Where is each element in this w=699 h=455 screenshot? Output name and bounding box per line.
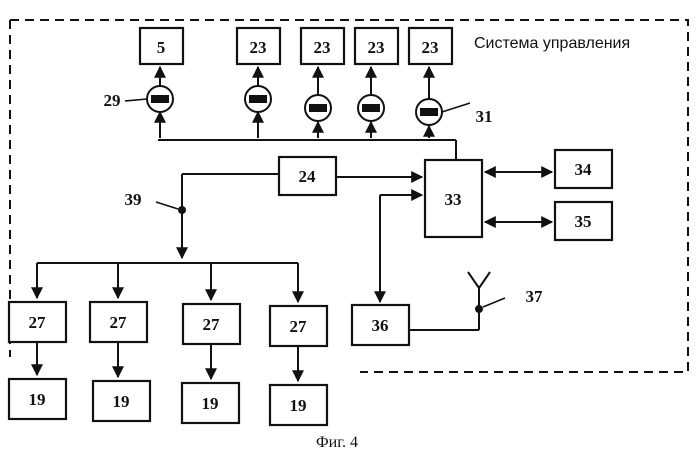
block-27-d: 27 <box>270 306 327 346</box>
svg-text:19: 19 <box>202 394 219 413</box>
svg-text:31: 31 <box>476 107 493 126</box>
svg-text:24: 24 <box>299 167 317 186</box>
svg-text:35: 35 <box>575 212 592 231</box>
svg-text:27: 27 <box>290 317 308 336</box>
figure-caption: Фиг. 4 <box>316 434 358 451</box>
svg-text:39: 39 <box>125 190 142 209</box>
callout-39: 39 <box>125 190 187 214</box>
block-5: 5 <box>140 28 183 64</box>
block-27-b: 27 <box>90 302 147 342</box>
block-19-b: 19 <box>93 381 150 421</box>
block-19-d: 19 <box>270 385 327 425</box>
block-23-d: 23 <box>409 28 452 64</box>
block-34: 34 <box>555 150 612 188</box>
svg-text:27: 27 <box>29 313 47 332</box>
svg-text:27: 27 <box>110 313 128 332</box>
svg-text:5: 5 <box>157 38 166 57</box>
block-23-c: 23 <box>355 28 398 64</box>
svg-text:23: 23 <box>368 38 385 57</box>
block-35: 35 <box>555 202 612 240</box>
svg-text:23: 23 <box>422 38 439 57</box>
svg-text:23: 23 <box>250 38 267 57</box>
callout-37: 37 <box>526 287 544 306</box>
block-19-a: 19 <box>9 379 66 419</box>
block-27-c: 27 <box>183 304 240 344</box>
block-23-a: 23 <box>237 28 280 64</box>
block-24: 24 <box>279 157 336 195</box>
distribution-bus <box>37 263 298 302</box>
svg-text:37: 37 <box>526 287 544 306</box>
control-system-label: Система управления <box>474 35 630 52</box>
callout-29: 29 <box>104 91 148 110</box>
svg-text:29: 29 <box>104 91 121 110</box>
svg-text:27: 27 <box>203 315 221 334</box>
valve-row <box>147 67 456 160</box>
svg-text:19: 19 <box>29 390 46 409</box>
svg-text:19: 19 <box>113 392 130 411</box>
svg-text:19: 19 <box>290 396 307 415</box>
callout-31: 31 <box>442 103 493 126</box>
block-27-a: 27 <box>9 302 66 342</box>
svg-text:33: 33 <box>445 190 462 209</box>
block-23-b: 23 <box>301 28 344 64</box>
block-33: 33 <box>425 160 482 237</box>
svg-text:36: 36 <box>372 316 389 335</box>
svg-text:23: 23 <box>314 38 331 57</box>
svg-text:34: 34 <box>575 160 593 179</box>
block-19-c: 19 <box>182 383 239 423</box>
block-36: 36 <box>352 305 409 345</box>
connections-27-19 <box>37 342 298 381</box>
